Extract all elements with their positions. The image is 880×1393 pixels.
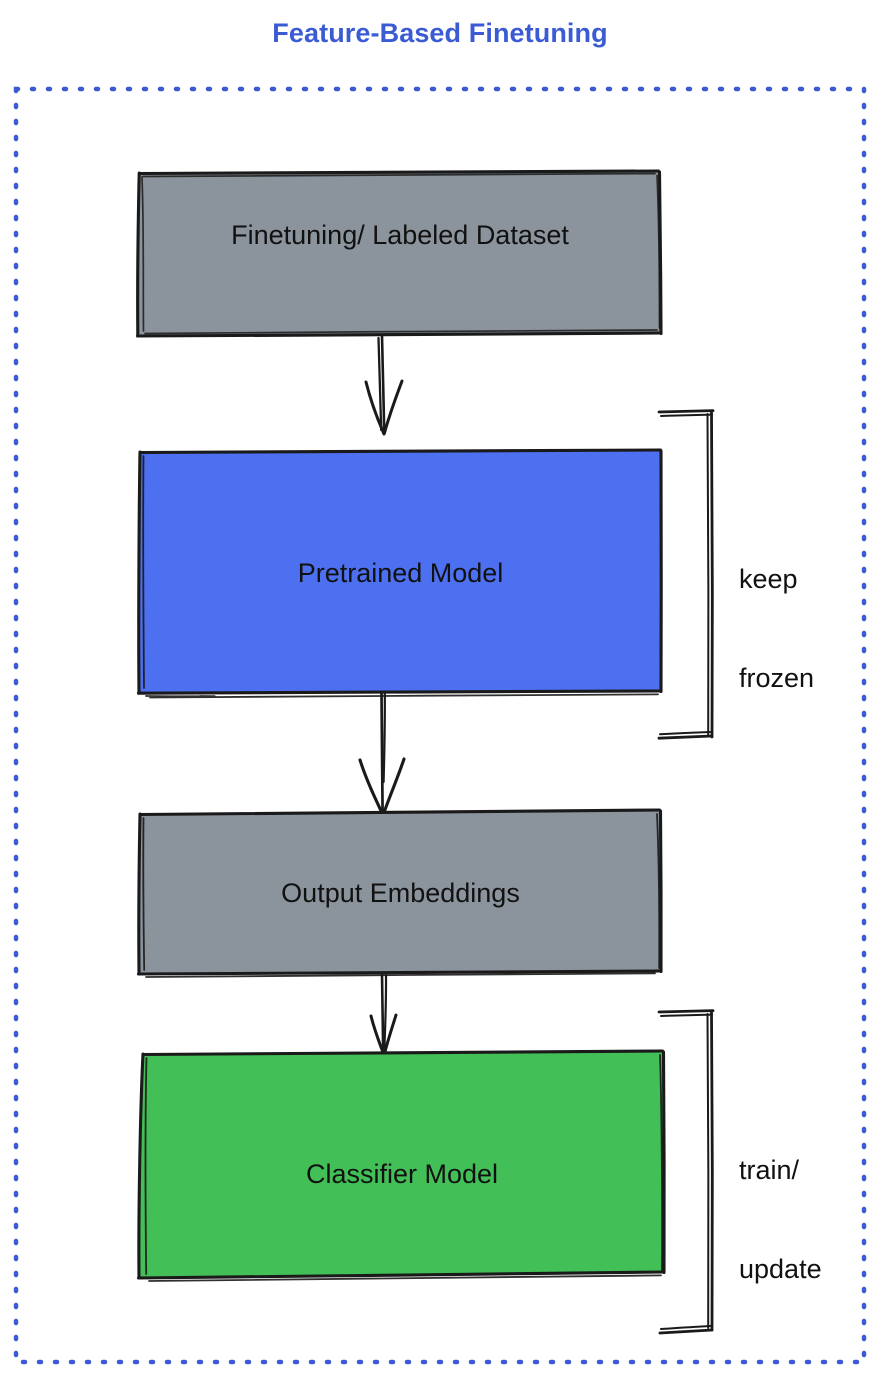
bracket-train-update-bottom-sketch bbox=[660, 1325, 712, 1330]
bracket-train-update-top bbox=[657, 1009, 715, 1014]
node-embeddings[interactable] bbox=[136, 808, 663, 978]
bracket-keep-frozen-bottom-sketch bbox=[659, 731, 711, 736]
bracket-keep-frozen-top bbox=[657, 409, 715, 414]
edge-3-line bbox=[380, 972, 385, 1056]
node-classifier-outline-sketch bbox=[144, 1054, 664, 1282]
edge-3-line-sketch bbox=[383, 973, 388, 1054]
bracket-train-update-vert-sketch bbox=[706, 1013, 710, 1329]
node-dataset-outline-b bbox=[657, 170, 663, 336]
node-pretrained-outline-c bbox=[136, 689, 663, 695]
node-pretrained-outline-sketch bbox=[142, 455, 659, 699]
node-classifier-outline-d bbox=[137, 1052, 145, 1279]
node-embeddings-shape bbox=[139, 810, 661, 974]
node-dataset-outline-d bbox=[136, 171, 141, 337]
node-pretrained-shape bbox=[139, 450, 661, 693]
node-embeddings-outline-d bbox=[137, 812, 142, 975]
bracket-keep-frozen-vert bbox=[710, 409, 714, 739]
bracket-keep-frozen bbox=[657, 409, 715, 740]
node-classifier-outline-c bbox=[136, 1270, 666, 1280]
bracket-train-update bbox=[657, 1009, 715, 1335]
bracket-train-update-top-sketch bbox=[660, 1013, 713, 1017]
node-embeddings-outline-a bbox=[138, 808, 662, 817]
node-classifier-outline-a bbox=[141, 1049, 665, 1057]
edge-2-line-sketch bbox=[382, 692, 386, 784]
node-pretrained-outline-d bbox=[137, 450, 142, 695]
annotation-keep-frozen-line1: keep bbox=[739, 563, 798, 594]
annotation-train-update-line2: update bbox=[739, 1253, 822, 1284]
node-classifier-label: Classifier Model bbox=[305, 1159, 499, 1189]
node-embeddings-outline-c bbox=[136, 969, 663, 976]
node-classifier-shape bbox=[139, 1051, 664, 1278]
edge-1-line-sketch bbox=[377, 336, 383, 432]
edge-dataset-to-pretrained bbox=[364, 334, 404, 436]
edge-2-line bbox=[380, 691, 384, 816]
edge-pretrained-to-embeddings bbox=[358, 691, 406, 817]
node-embeddings-outline-b bbox=[658, 809, 663, 974]
node-dataset-outline-sketch bbox=[141, 172, 661, 335]
bracket-train-update-vert bbox=[710, 1009, 714, 1332]
node-dataset-outline-a bbox=[137, 169, 661, 176]
annotation-train-update-line1: train/ bbox=[739, 1154, 800, 1185]
node-pretrained[interactable] bbox=[136, 448, 663, 699]
node-pretrained-label: Pretrained Model bbox=[297, 558, 504, 588]
bracket-keep-frozen-vert-sketch bbox=[706, 413, 710, 736]
page-title: Feature-Based Finetuning bbox=[272, 18, 608, 48]
node-classifier-outline-b bbox=[661, 1050, 666, 1275]
edge-2-arrowhead bbox=[358, 757, 406, 817]
annotation-train-update: train/ update bbox=[739, 1088, 822, 1319]
annotation-keep-frozen: keep frozen bbox=[739, 497, 814, 728]
node-dataset-shape bbox=[137, 171, 661, 336]
node-classifier[interactable] bbox=[136, 1049, 666, 1282]
node-dataset-outline-c bbox=[135, 331, 663, 338]
edge-embeddings-to-classifier bbox=[369, 972, 398, 1057]
node-embeddings-outline-sketch bbox=[142, 813, 661, 978]
edge-1-arrowhead bbox=[364, 379, 404, 436]
bracket-keep-frozen-top-sketch bbox=[660, 413, 713, 417]
node-pretrained-outline-a bbox=[138, 448, 663, 455]
bracket-keep-frozen-bottom bbox=[657, 734, 714, 740]
bracket-train-update-bottom bbox=[658, 1328, 714, 1335]
node-dataset-label: Finetuning/ Labeled Dataset bbox=[231, 220, 569, 250]
annotation-keep-frozen-line2: frozen bbox=[739, 662, 815, 693]
node-embeddings-label: Output Embeddings bbox=[281, 878, 520, 908]
edge-1-line bbox=[380, 334, 386, 434]
outer-dashed-container bbox=[13, 86, 867, 1365]
node-dataset[interactable] bbox=[135, 169, 663, 338]
